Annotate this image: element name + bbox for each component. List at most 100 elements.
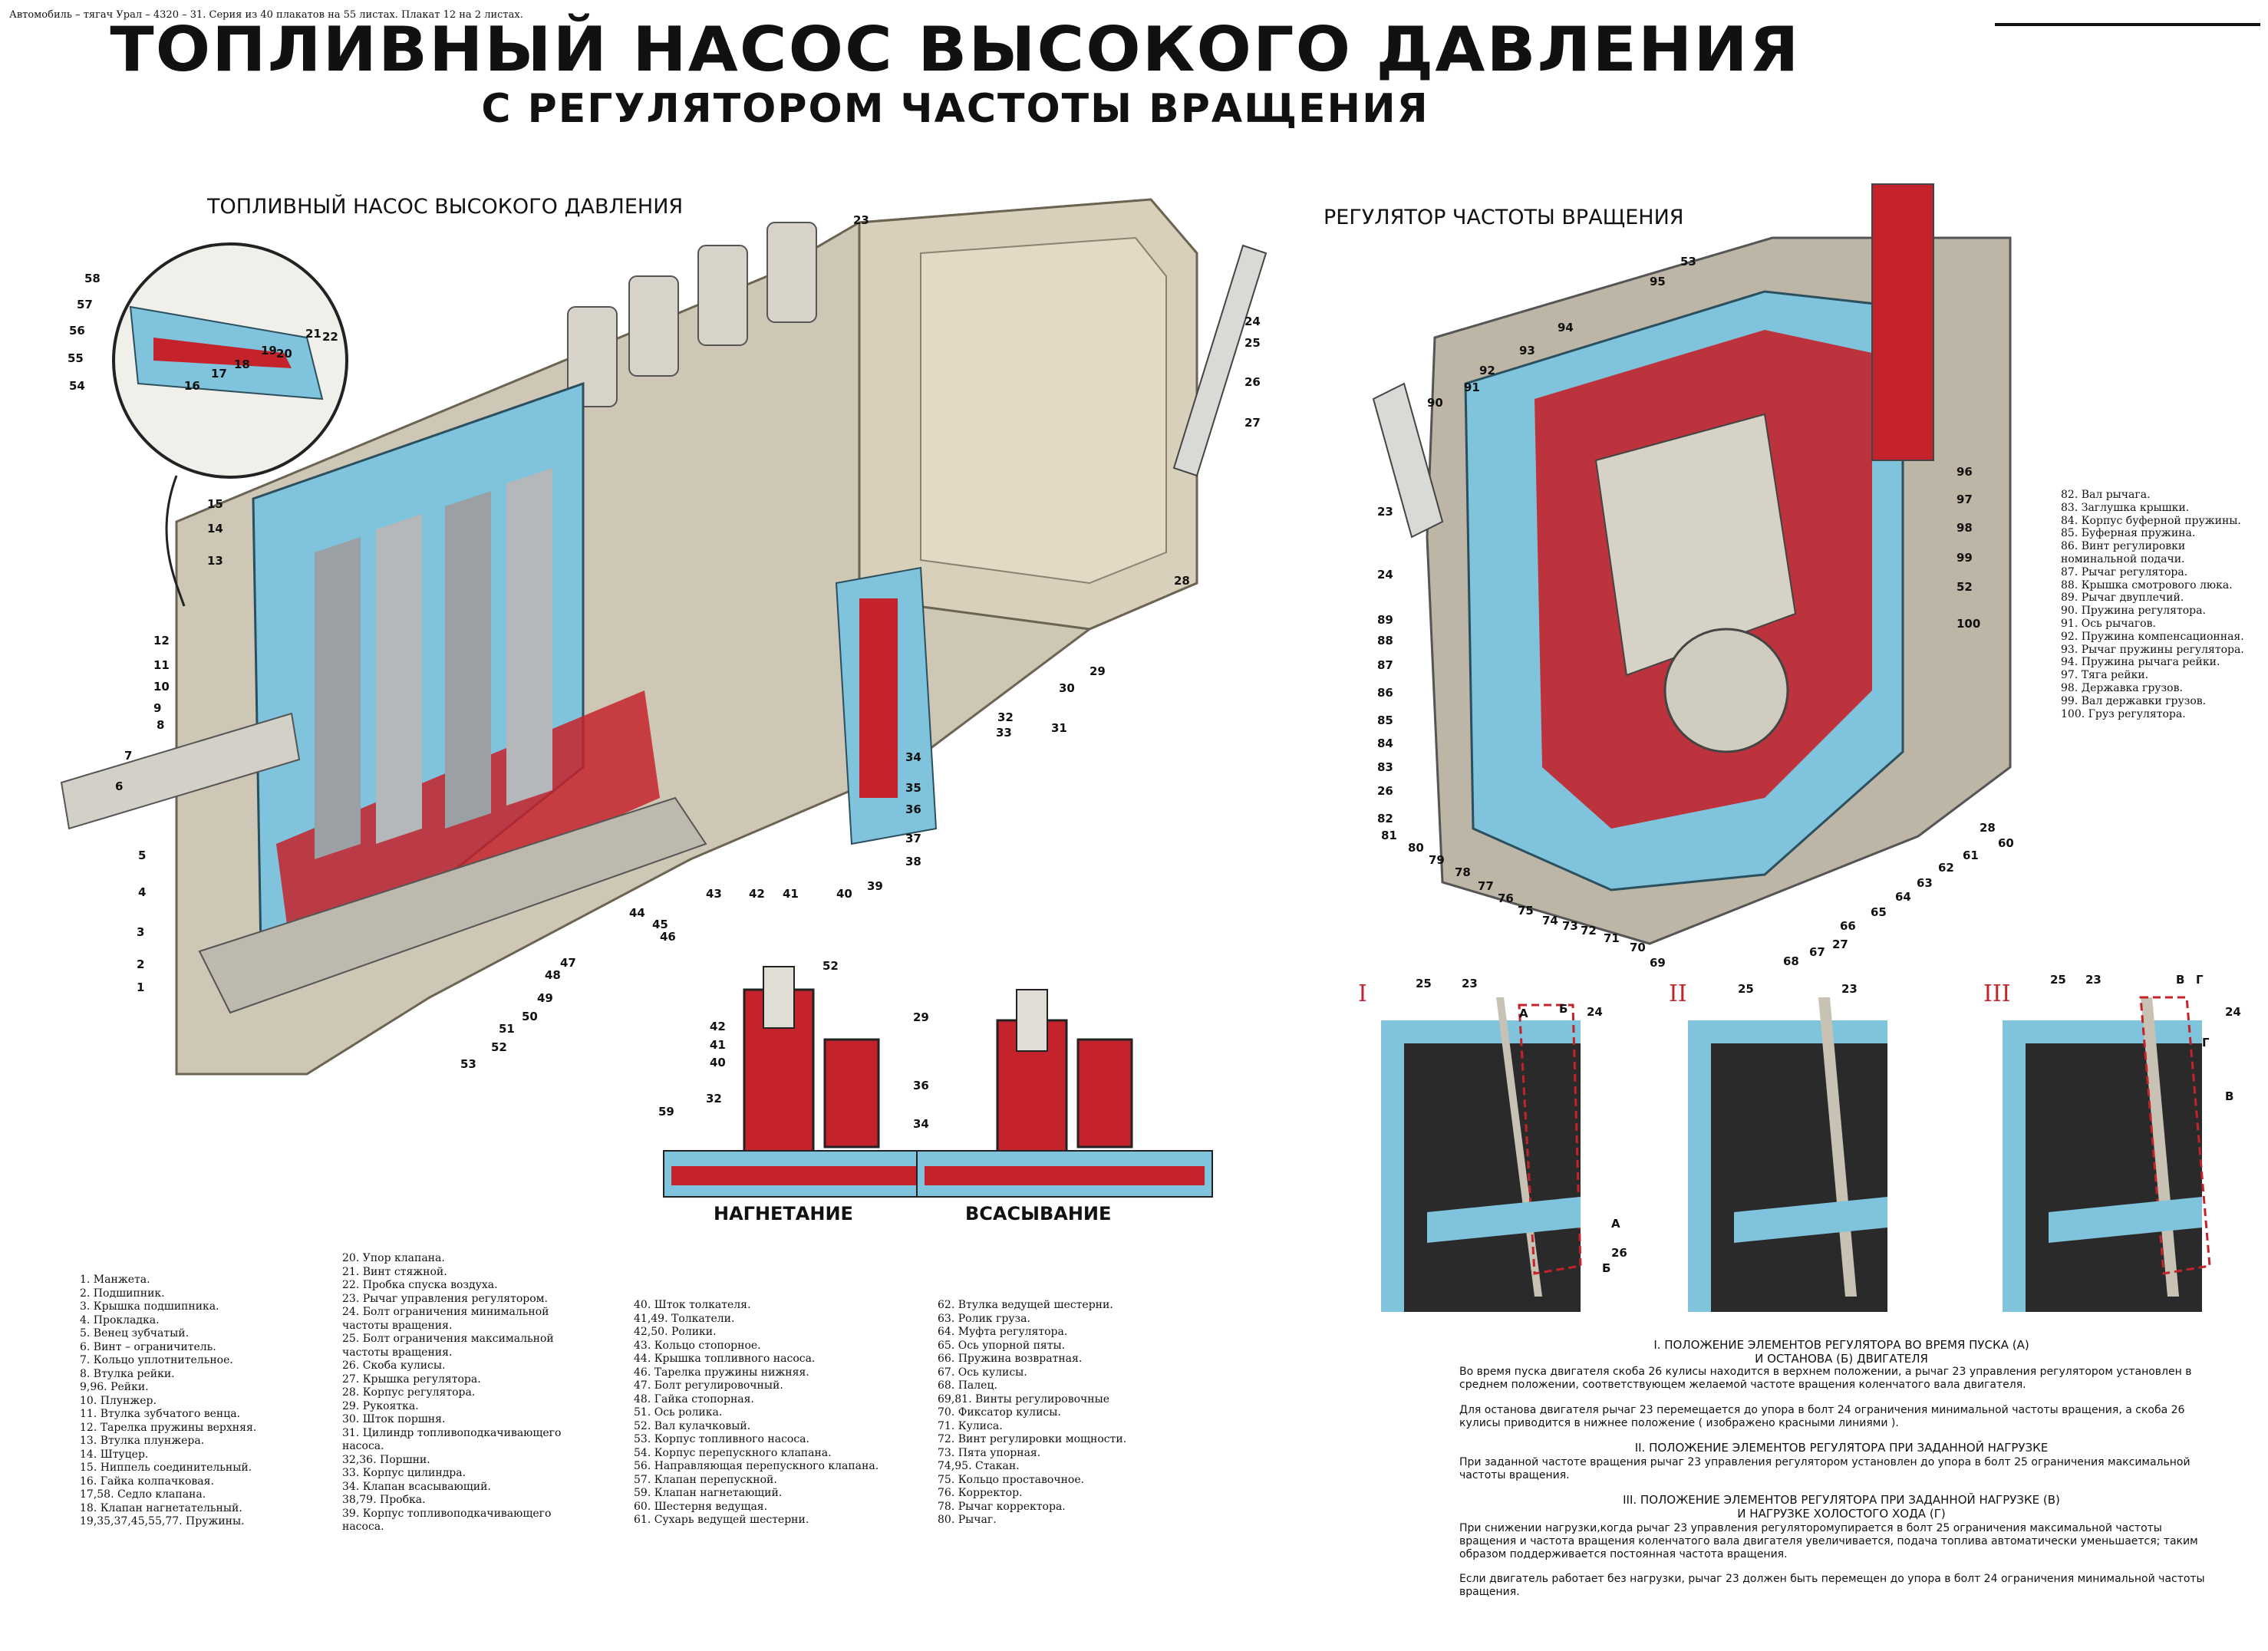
governor-callout: 81 (1381, 829, 1397, 842)
position-3-callout: 24 (2225, 1005, 2241, 1019)
detail-callout: 29 (913, 1010, 929, 1024)
pump-callout: 48 (545, 968, 561, 982)
position-1-callout: А (1519, 1007, 1528, 1020)
pump-callout: 50 (522, 1010, 538, 1023)
governor-callout: 96 (1956, 465, 1973, 479)
pump-callout: 37 (905, 832, 921, 845)
pump-callout: 1 (137, 980, 144, 994)
pump-callout: 34 (905, 750, 921, 764)
legend-column-4: 62. Втулка ведущей шестерни. 63. Ролик г… (938, 1299, 1127, 1526)
pump-callout: 19 (261, 344, 277, 358)
pump-callout: 27 (1244, 416, 1261, 430)
pump-callout: 12 (153, 634, 170, 648)
pump-callout: 49 (537, 991, 553, 1005)
pump-callout: 40 (836, 887, 852, 901)
position-1-callout: Б (1602, 1261, 1610, 1275)
pump-callout: 20 (276, 347, 292, 361)
governor-callout: 82 (1377, 812, 1393, 826)
pump-callout: 46 (660, 930, 676, 944)
pump-callout: 51 (499, 1022, 515, 1036)
injection-detail (663, 966, 960, 1198)
governor-callout: 92 (1479, 364, 1495, 377)
governor-illustration (1372, 183, 2012, 945)
pump-callout: 17 (211, 367, 227, 381)
governor-callout: 76 (1498, 891, 1514, 905)
pump-callout: 33 (996, 726, 1012, 740)
position-3-callout: 25 (2050, 973, 2066, 987)
pump-callout: 4 (138, 885, 146, 899)
governor-callout: 27 (1832, 938, 1848, 951)
position-2-title: II. ПОЛОЖЕНИЕ ЭЛЕМЕНТОВ РЕГУЛЯТОРА ПРИ З… (1634, 1441, 2049, 1455)
governor-callout: 91 (1464, 381, 1480, 394)
governor-callout: 77 (1478, 879, 1494, 893)
pump-callout: 2 (137, 957, 144, 971)
governor-callout: 88 (1377, 634, 1393, 648)
pump-callout: 28 (1174, 574, 1190, 588)
pump-callout: 35 (905, 781, 921, 795)
pump-illustration (60, 198, 1268, 1076)
pump-callout: 47 (560, 956, 576, 970)
position-1-text-b: Для останова двигателя рычаг 23 перемеща… (1459, 1404, 2185, 1429)
position-1-callout: 26 (1611, 1246, 1627, 1260)
governor-callout: 23 (1377, 505, 1393, 519)
pump-callout: 32 (997, 710, 1014, 724)
pump-callout: 22 (322, 330, 338, 344)
roman-numeral-2: II (1669, 980, 1687, 1007)
governor-callout: 83 (1377, 760, 1393, 774)
governor-callout: 72 (1581, 924, 1597, 938)
position-1-callout: 24 (1587, 1005, 1603, 1019)
position-2-callout: 23 (1841, 982, 1858, 996)
legend-column-3: 40. Шток толкателя. 41,49. Толкатели. 42… (634, 1299, 879, 1526)
governor-callout: 52 (1956, 580, 1973, 594)
governor-callout: 93 (1519, 344, 1535, 358)
position-diagram-3 (2003, 996, 2211, 1312)
pump-callout: 10 (153, 680, 170, 694)
position-1-text-a: Во время пуска двигателя скоба 26 кулисы… (1459, 1366, 2192, 1391)
pump-callout: 14 (207, 522, 223, 536)
pump-callout: 56 (69, 324, 85, 338)
pump-callout: 25 (1244, 336, 1261, 350)
poster-title: ТОПЛИВНЫЙ НАСОС ВЫСОКОГО ДАВЛЕНИЯ (110, 14, 1801, 85)
governor-callout: 66 (1840, 919, 1856, 933)
pump-callout: 6 (115, 779, 123, 793)
pump-callout: 58 (84, 272, 101, 285)
pump-callout: 36 (905, 802, 921, 816)
pump-section-title: ТОПЛИВНЫЙ НАСОС ВЫСОКОГО ДАВЛЕНИЯ (207, 195, 684, 219)
pump-callout: 57 (77, 298, 93, 311)
series-caption: Автомобиль – тягач Урал – 4320 – 31. Сер… (9, 9, 523, 21)
governor-callout: 64 (1895, 890, 1911, 904)
position-3-callout: Г (2202, 1036, 2210, 1050)
governor-callout: 97 (1956, 493, 1973, 506)
pump-callout: 9 (153, 701, 161, 715)
governor-callout: 98 (1956, 521, 1973, 535)
pump-callout: 15 (207, 497, 223, 511)
detail-callout: 59 (658, 1105, 674, 1119)
pump-callout: 13 (207, 554, 223, 568)
pump-callout: 52 (491, 1040, 507, 1054)
governor-callout: 89 (1377, 613, 1393, 627)
pump-callout: 16 (184, 379, 200, 393)
pump-callout: 5 (138, 849, 146, 862)
governor-callout: 74 (1542, 914, 1558, 928)
governor-callout: 53 (1680, 255, 1696, 269)
detail-callout: 32 (706, 1092, 722, 1106)
governor-callout: 75 (1518, 904, 1534, 918)
roman-numeral-3: III (1983, 980, 2011, 1007)
pump-callout: 24 (1244, 315, 1261, 328)
governor-callout: 71 (1604, 931, 1620, 945)
pump-callout: 43 (706, 887, 722, 901)
suction-caption: ВСАСЫВАНИЕ (965, 1203, 1112, 1224)
governor-callout: 78 (1455, 865, 1471, 879)
position-2-callout: 25 (1738, 982, 1754, 996)
position-3-title: III. ПОЛОЖЕНИЕ ЭЛЕМЕНТОВ РЕГУЛЯТОРА ПРИ … (1623, 1493, 2060, 1521)
pump-callout: 31 (1051, 721, 1067, 735)
pump-callout: 41 (783, 887, 799, 901)
position-1-title: I. ПОЛОЖЕНИЕ ЭЛЕМЕНТОВ РЕГУЛЯТОРА ВО ВРЕ… (1653, 1338, 2029, 1366)
governor-callout: 73 (1562, 919, 1578, 933)
top-rule (1995, 23, 2260, 26)
pump-callout: 26 (1244, 375, 1261, 389)
pump-callout: 23 (853, 213, 869, 227)
legend-column-1: 1. Манжета. 2. Подшипник. 3. Крышка подш… (80, 1274, 257, 1527)
